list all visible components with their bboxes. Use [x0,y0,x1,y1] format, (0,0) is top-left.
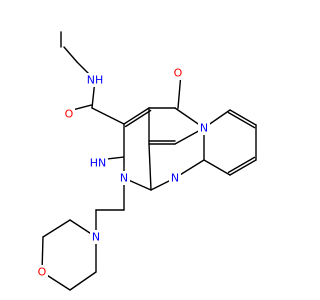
ring-nitrogen-bridgehead-text: N [200,122,208,135]
single-bond-8 [148,143,152,191]
ketone-oxygen-text: O [174,67,183,80]
ring-nitrogen-core-label: N [118,171,130,185]
bond-layer [41,31,257,291]
atom-label-layer: NH O O HN N N N N [36,66,210,279]
single-bond-20 [229,159,257,176]
morpholine-nitrogen-label: N [90,230,102,244]
amide-nh-label: NH [85,73,105,87]
imine-text: HN [90,157,107,170]
single-bond-26 [42,219,71,238]
single-bond-0 [63,46,78,63]
morpholine-oxygen-text: O [38,266,47,279]
amide-oxygen-label: O [63,107,75,121]
single-bond-29 [69,271,97,291]
morpholine-oxygen-label: O [36,265,48,279]
amide-nh-text: NH [87,74,104,87]
ring-nitrogen-pyrimidine-text: N [171,172,179,185]
amide-oxygen-text: O [65,108,74,121]
single-bond-3 [91,107,125,125]
single-bond-4 [123,107,150,125]
ring-nitrogen-bridgehead-label: N [198,121,210,135]
imine-label: HN [88,156,108,170]
ring-nitrogen-pyrimidine-label: N [169,171,181,185]
molecule-structure-diagram: NH O O HN N N N N [36,31,257,291]
morpholine-nitrogen-text: N [92,231,100,244]
single-bond-21 [203,159,231,176]
ketone-oxygen-label: O [172,66,184,80]
double-bond-6 [227,156,256,174]
double-bond-4 [124,109,152,128]
double-bond-5 [227,111,256,129]
single-bond-18 [229,109,257,126]
ring-nitrogen-core-text: N [120,172,128,185]
